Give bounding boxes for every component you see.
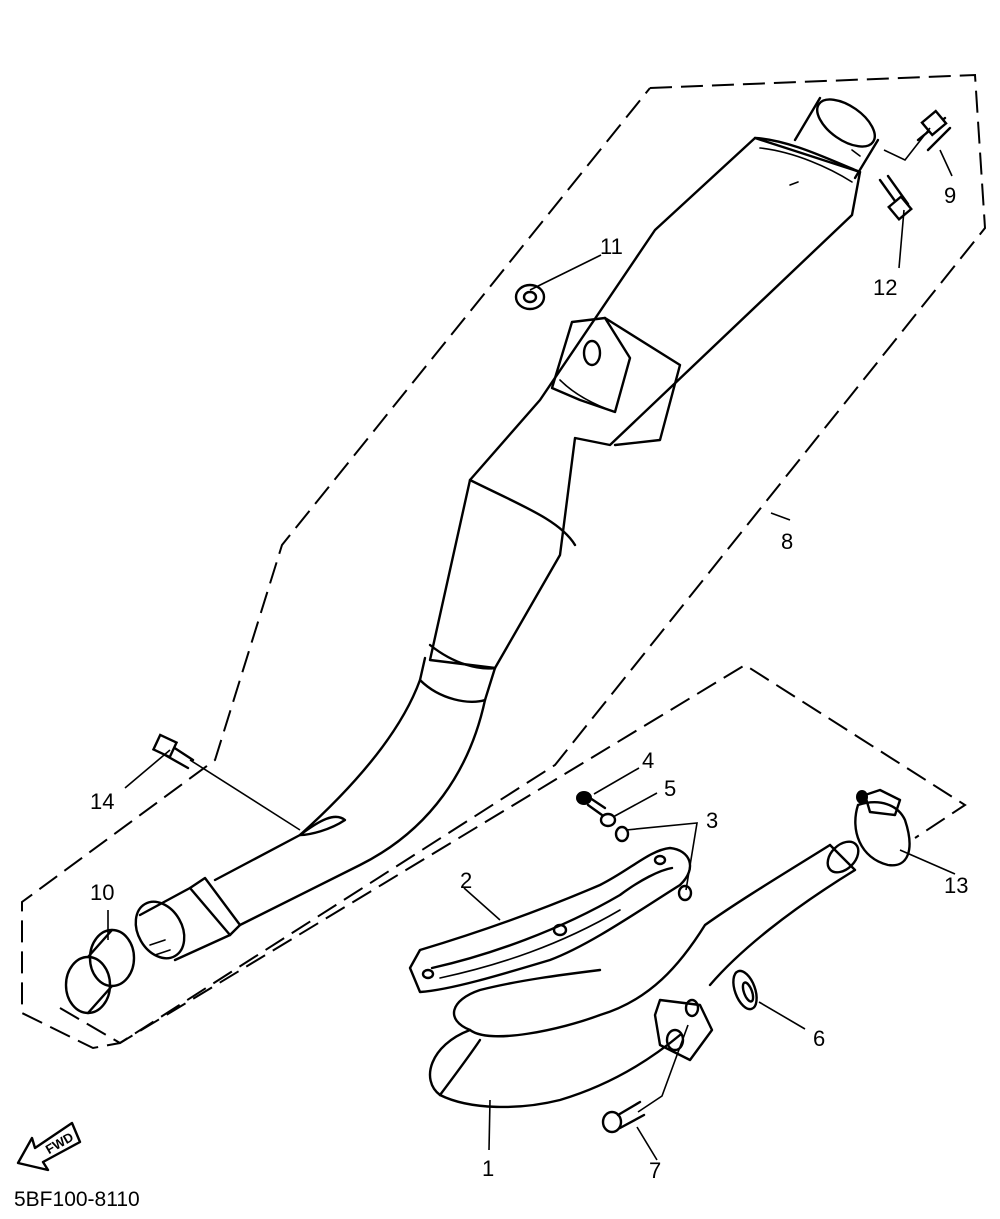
callout-3: 3 xyxy=(706,808,718,833)
callout-6: 6 xyxy=(813,1026,825,1051)
callout-4: 4 xyxy=(642,748,654,773)
callout-12: 12 xyxy=(873,275,897,300)
callout-14: 14 xyxy=(90,789,114,814)
callout-10: 10 xyxy=(90,880,114,905)
bolt-4 xyxy=(576,791,607,817)
callout-13: 13 xyxy=(944,873,968,898)
diagram-code: 5BF100-8110 xyxy=(14,1188,140,1211)
washer-5 xyxy=(599,812,617,828)
clamp xyxy=(854,788,911,867)
bolt-12 xyxy=(878,174,913,221)
bolt-7 xyxy=(601,1100,646,1134)
callout-8: 8 xyxy=(781,529,793,554)
washer-3a xyxy=(614,825,630,843)
grommet xyxy=(514,283,546,311)
muffler xyxy=(134,96,880,962)
callout-7: 7 xyxy=(649,1158,661,1183)
washer-3b xyxy=(677,884,693,902)
callout-11: 11 xyxy=(600,234,623,259)
callout-1: 1 xyxy=(482,1156,494,1181)
bolt-14 xyxy=(151,733,195,770)
leader-lines xyxy=(107,127,956,1161)
plug-cap xyxy=(64,928,136,1015)
callout-9: 9 xyxy=(944,183,956,208)
exhaust-pipe xyxy=(428,840,860,1109)
protector-bracket xyxy=(408,846,692,994)
forward-arrow-icon: FWD xyxy=(16,1121,82,1172)
gasket xyxy=(732,969,758,1011)
bolt-9 xyxy=(916,109,952,152)
callout-5: 5 xyxy=(664,776,676,801)
pipe-assembly-boundary xyxy=(59,663,967,1045)
callout-2: 2 xyxy=(460,868,472,893)
callouts: 1 2 3 4 5 6 7 8 9 10 11 12 13 14 xyxy=(90,183,968,1183)
muffler-assembly-boundary xyxy=(21,73,987,1050)
